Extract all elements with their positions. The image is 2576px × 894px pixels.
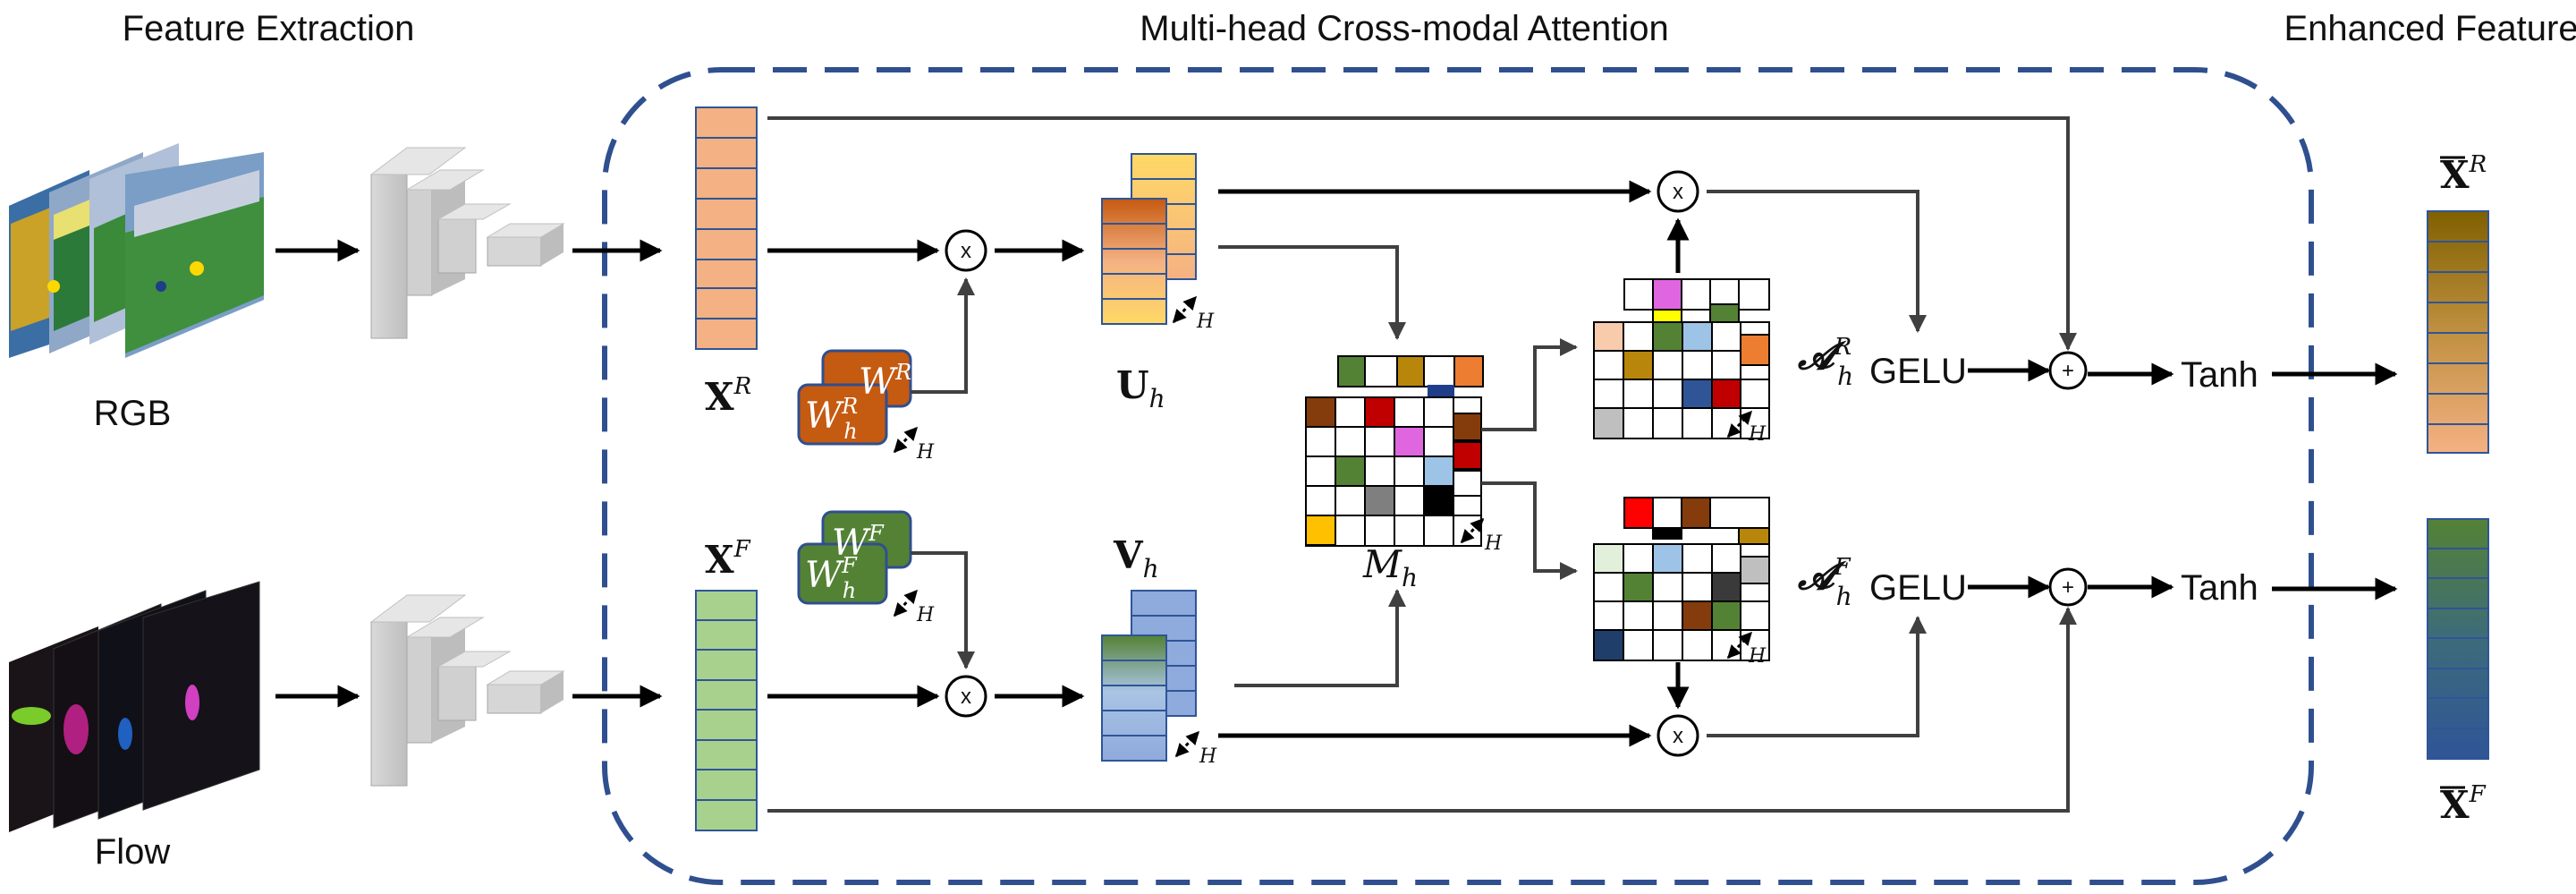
cnn-backbone-rgb	[369, 147, 565, 339]
attention-module-border	[602, 67, 2314, 885]
label-xr: XR	[705, 373, 751, 419]
label-u-h: Uh	[1116, 363, 1165, 413]
gelu-rgb: GELU	[1869, 352, 1967, 391]
matrix-m-h	[1305, 355, 1484, 547]
plus-node-flow	[2048, 567, 2088, 607]
plus-symbol-rgb: +	[2062, 359, 2074, 383]
feature-vector-xr	[695, 106, 758, 350]
tanh-rgb: Tanh	[2181, 355, 2258, 395]
flow-frames-image	[9, 581, 260, 832]
arrow-wf-to-mult	[911, 551, 975, 669]
v-h-stack	[1101, 590, 1197, 762]
rgb-frames-image	[9, 143, 264, 358]
head-count-indicator-v: H	[1174, 730, 1217, 768]
mult-node-flow	[945, 675, 987, 718]
label-v-h: Vh	[1113, 533, 1159, 583]
arrow-m-to-af	[1481, 481, 1578, 580]
mult-node-af	[1657, 714, 1699, 757]
matrix-a-r	[1593, 278, 1770, 439]
tanh-flow: Tanh	[2181, 568, 2258, 608]
matrix-a-f	[1593, 497, 1770, 661]
mult-node-rgb	[945, 229, 987, 272]
head-count-indicator-m: H	[1460, 517, 1503, 555]
gelu-flow: GELU	[1869, 568, 1967, 608]
label-wr-back: WR	[859, 360, 911, 403]
label-xf: XF	[705, 536, 751, 582]
flow-label: Flow	[95, 832, 171, 872]
svg-text:H: H	[916, 604, 935, 626]
label-m-h: Mh	[1362, 542, 1418, 592]
weight-wr	[797, 349, 912, 446]
feature-vector-xf	[695, 590, 758, 831]
header-enhanced-features: Enhanced Features	[2284, 9, 2576, 48]
mult-symbol-af: x	[1673, 724, 1683, 748]
plus-symbol-flow: +	[2062, 575, 2074, 600]
weight-wf	[797, 510, 912, 605]
svg-text:H: H	[1748, 423, 1767, 446]
arrow-u-to-m	[1218, 245, 1406, 340]
head-count-indicator-af: H	[1726, 631, 1767, 668]
label-out-flow: XF	[2440, 781, 2487, 827]
arrow-m-to-ar	[1481, 338, 1578, 431]
plus-node-rgb	[2048, 351, 2088, 390]
svg-text:H: H	[1199, 745, 1217, 768]
label-out-rgb: XR	[2440, 151, 2487, 197]
arrow-v-to-m	[1234, 589, 1406, 687]
residual-skip-rgb	[767, 116, 2077, 351]
head-count-indicator-wf: H	[893, 589, 935, 626]
output-vector-rgb	[2427, 210, 2489, 454]
svg-text:H: H	[1484, 532, 1503, 555]
mult-symbol-flow: x	[961, 685, 971, 709]
mult-symbol-rgb: x	[961, 239, 971, 263]
label-wf-back: WF	[832, 521, 885, 564]
mult-symbol-ar: x	[1673, 180, 1683, 204]
output-vector-flow	[2427, 518, 2489, 760]
head-count-indicator-u: H	[1172, 295, 1215, 333]
arrow-mult-to-gelu-rgb	[1707, 190, 1927, 333]
head-count-indicator-wr: H	[893, 426, 935, 464]
arrow-wr-to-mult	[911, 277, 975, 394]
arrow-mult-to-gelu-flow	[1707, 616, 1927, 737]
residual-skip-flow	[767, 607, 2077, 813]
head-count-indicator-ar: H	[1726, 410, 1767, 446]
svg-text:H: H	[1748, 645, 1767, 668]
cnn-backbone-flow	[369, 594, 565, 787]
mult-node-ar	[1657, 170, 1699, 213]
svg-text:H: H	[916, 441, 935, 464]
header-feature-extraction: Feature Extraction	[123, 9, 415, 48]
header-attention: Multi-head Cross-modal Attention	[1140, 9, 1668, 48]
u-h-stack	[1101, 153, 1197, 325]
rgb-label: RGB	[94, 394, 172, 433]
svg-text:H: H	[1196, 311, 1215, 333]
